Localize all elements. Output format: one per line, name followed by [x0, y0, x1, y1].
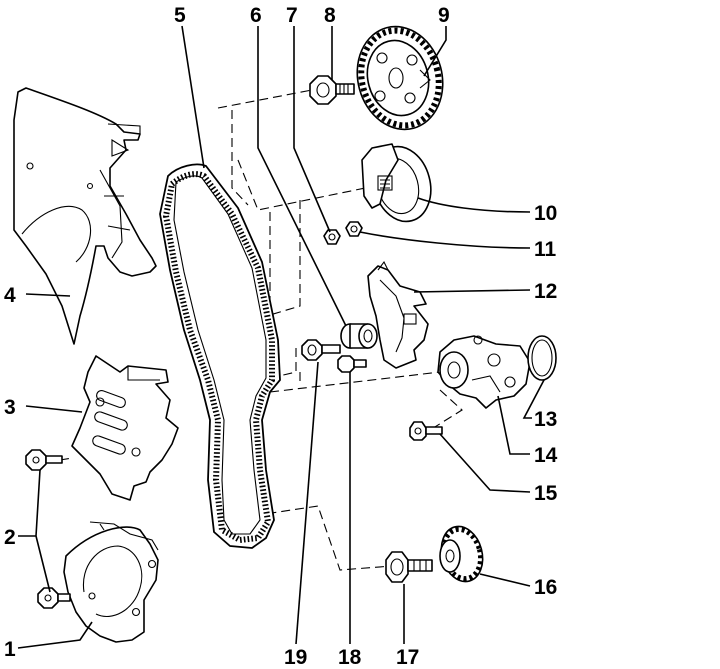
callout-17: 17 — [396, 646, 419, 669]
camshaft-bolt — [309, 75, 355, 105]
callout-12: 12 — [534, 280, 557, 303]
o-ring — [527, 335, 557, 381]
callout-19: 19 — [284, 646, 307, 669]
callout-9: 9 — [438, 4, 450, 27]
callout-16: 16 — [534, 576, 557, 599]
callout-13: 13 — [534, 408, 557, 431]
upper-belt-cover — [13, 87, 157, 345]
coolant-pump — [437, 335, 531, 409]
callout-labels: 1 2 3 4 5 6 7 8 9 10 11 12 13 14 15 16 1… — [4, 4, 558, 669]
belt-tensioner — [361, 143, 432, 223]
lower-belt-cover — [63, 521, 159, 643]
callout-8: 8 — [324, 4, 336, 27]
callout-3: 3 — [4, 396, 16, 419]
roller-bolts — [301, 339, 367, 373]
timing-belt — [159, 163, 281, 549]
idler-roller — [340, 323, 378, 349]
callout-7: 7 — [286, 4, 298, 27]
camshaft-sprocket — [356, 25, 444, 131]
crankshaft-bolt — [385, 551, 433, 583]
middle-belt-cover — [71, 355, 179, 501]
callout-14: 14 — [534, 444, 558, 467]
nuts — [323, 221, 363, 245]
pump-bolt — [409, 421, 443, 441]
crankshaft-sprocket — [439, 525, 484, 583]
callout-1: 1 — [4, 638, 16, 661]
callout-4: 4 — [4, 284, 16, 307]
callout-2: 2 — [4, 526, 16, 549]
callout-18: 18 — [338, 646, 362, 669]
callout-6: 6 — [250, 4, 262, 27]
tensioner-bracket — [367, 260, 429, 369]
callout-5: 5 — [174, 4, 186, 27]
callout-10: 10 — [534, 202, 557, 225]
callout-15: 15 — [534, 482, 558, 505]
leader-lines — [17, 25, 545, 649]
callout-11: 11 — [534, 238, 557, 261]
cover-bolts — [25, 449, 71, 609]
